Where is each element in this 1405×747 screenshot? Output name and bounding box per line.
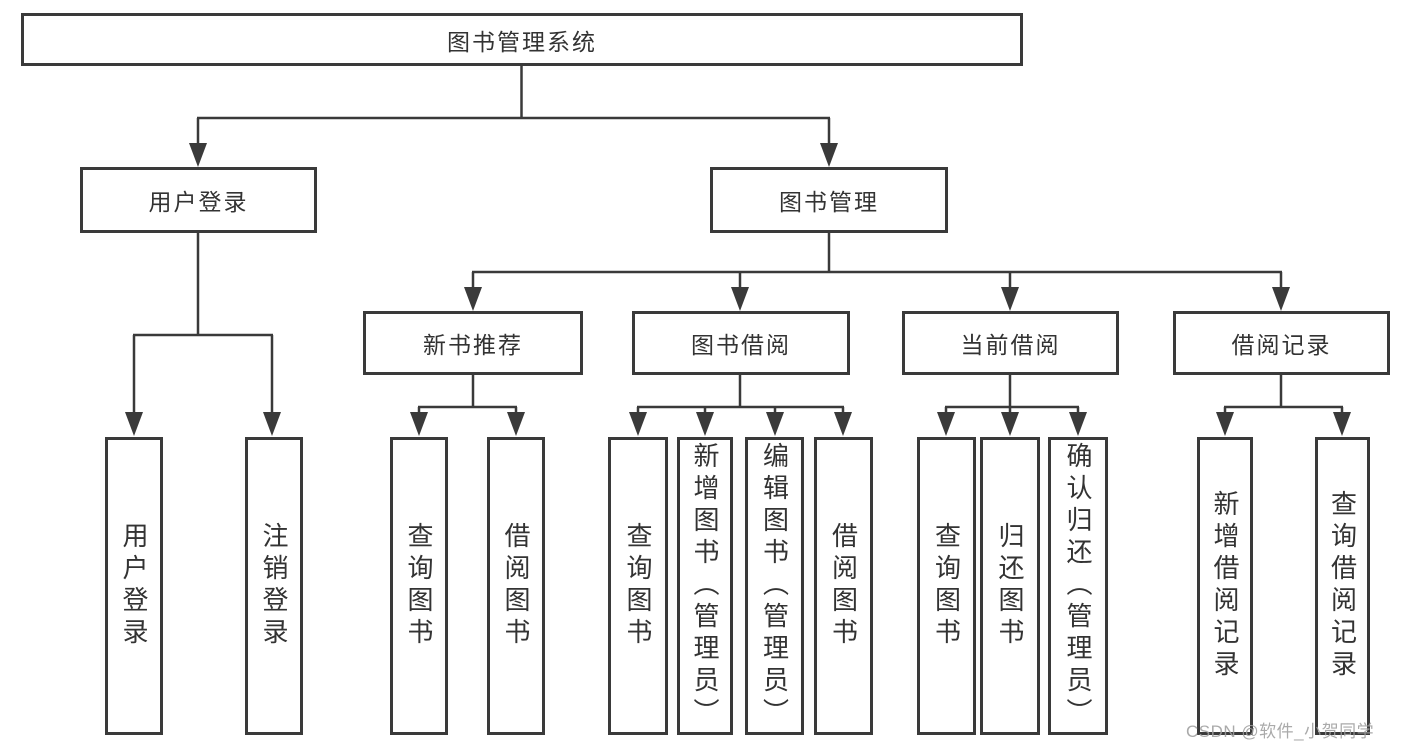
arrow-down-icon — [696, 412, 714, 436]
arrow-down-icon — [731, 287, 749, 311]
arrow-down-icon — [820, 143, 838, 167]
arrow-down-icon — [1069, 412, 1087, 436]
leaf-query-books-recommend: 查询图书 — [390, 437, 448, 735]
node-current-borrowing: 当前借阅 — [902, 311, 1119, 375]
leaf-query-borrow-record: 查询借阅记录 — [1315, 437, 1370, 735]
node-label: 图书管理 — [779, 189, 879, 215]
node-label: 归还图书 — [995, 522, 1025, 650]
node-label: 借阅图书 — [828, 522, 859, 650]
node-book-borrowing: 图书借阅 — [632, 311, 850, 375]
node-label: 图书管理系统 — [447, 28, 597, 55]
node-label: 用户登录 — [148, 189, 249, 215]
node-borrowing-records: 借阅记录 — [1173, 311, 1390, 375]
arrow-heads — [125, 143, 1351, 436]
node-label: 借阅记录 — [1231, 332, 1332, 358]
connector-path — [132, 66, 1344, 414]
node-label: 查询图书 — [931, 522, 962, 650]
arrow-down-icon — [125, 412, 143, 436]
arrow-down-icon — [1001, 287, 1019, 311]
node-book-management: 图书管理 — [710, 167, 948, 233]
arrow-down-icon — [1216, 412, 1234, 436]
leaf-logout: 注销登录 — [245, 437, 303, 735]
leaf-confirm-return-admin: 确认归还（管理员） — [1048, 437, 1108, 735]
node-label: 确认归还（管理员） — [1063, 442, 1093, 730]
node-label: 新书推荐 — [423, 332, 523, 358]
node-user-login: 用户登录 — [80, 167, 317, 233]
node-label: 当前借阅 — [960, 332, 1061, 358]
node-label: 用户登录 — [119, 522, 149, 650]
arrow-down-icon — [766, 412, 784, 436]
leaf-borrow-books-recommend: 借阅图书 — [487, 437, 545, 735]
leaf-user-login: 用户登录 — [105, 437, 163, 735]
leaf-return-books: 归还图书 — [980, 437, 1040, 735]
node-label: 编辑图书（管理员） — [759, 442, 790, 730]
node-label: 借阅图书 — [501, 522, 531, 650]
leaf-borrow-books-borrowing: 借阅图书 — [814, 437, 873, 735]
arrow-down-icon — [263, 412, 281, 436]
leaf-query-books-borrowing: 查询图书 — [608, 437, 668, 735]
node-label: 新增图书（管理员） — [690, 442, 720, 730]
arrow-down-icon — [1333, 412, 1351, 436]
node-label: 新增借阅记录 — [1210, 490, 1240, 682]
node-label: 注销登录 — [259, 522, 289, 650]
arrow-down-icon — [834, 412, 852, 436]
node-label: 查询图书 — [623, 522, 653, 650]
arrow-down-icon — [1001, 412, 1019, 436]
arrow-down-icon — [629, 412, 647, 436]
leaf-query-books-current: 查询图书 — [917, 437, 976, 735]
watermark: CSDN @软件_小贺同学 — [1186, 722, 1375, 741]
leaf-edit-books-admin: 编辑图书（管理员） — [745, 437, 804, 735]
arrow-down-icon — [1272, 287, 1290, 311]
leaf-add-borrow-record: 新增借阅记录 — [1197, 437, 1253, 735]
arrow-down-icon — [937, 412, 955, 436]
node-label: 图书借阅 — [691, 332, 791, 358]
arrow-down-icon — [507, 412, 525, 436]
leaf-add-books-admin: 新增图书（管理员） — [677, 437, 733, 735]
node-library-management-system: 图书管理系统 — [21, 13, 1023, 66]
node-new-book-recommendation: 新书推荐 — [363, 311, 583, 375]
arrow-down-icon — [464, 287, 482, 311]
node-label: 查询借阅记录 — [1327, 490, 1358, 682]
arrow-down-icon — [189, 143, 207, 167]
node-label: 查询图书 — [404, 522, 434, 650]
arrow-down-icon — [410, 412, 428, 436]
